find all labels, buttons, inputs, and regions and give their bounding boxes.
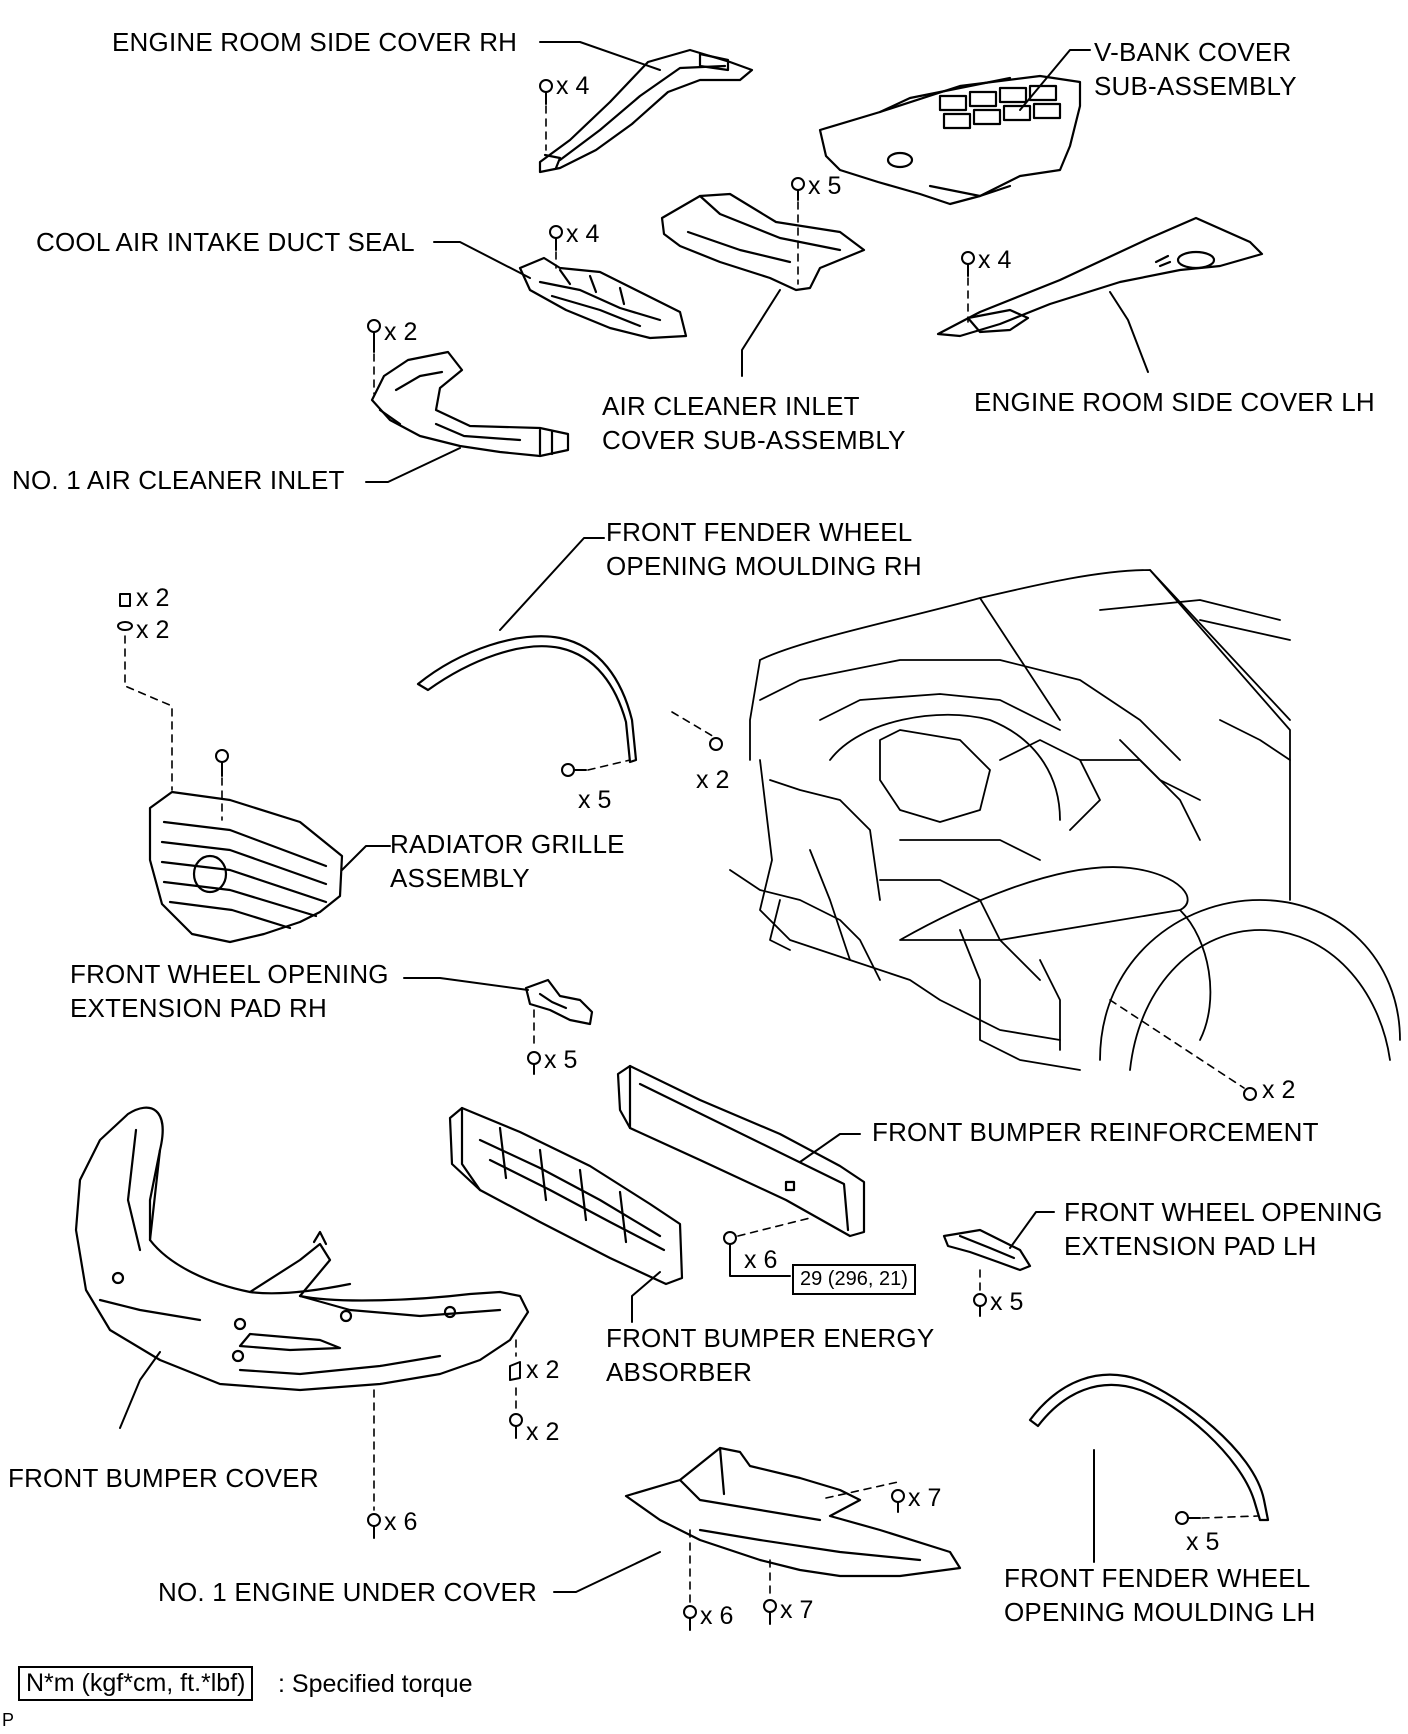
label-front-fender-moulding-rh-line2: OPENING MOULDING RH	[606, 551, 922, 581]
label-radiator-grille-line2: ASSEMBLY	[390, 863, 530, 893]
vehicle-front-part	[729, 569, 1401, 1071]
grille-guides	[124, 635, 223, 821]
label-front-wheel-pad-rh-line2: EXTENSION PAD RH	[70, 993, 327, 1023]
legend-torque-unit-box: N*m (kgf*cm, ft.*lbf)	[18, 1666, 254, 1701]
bumper-fasteners	[367, 1361, 523, 1539]
v-bank-cover-part	[818, 74, 1082, 206]
label-front-fender-moulding-lh-line2: OPENING MOULDING LH	[1004, 1597, 1316, 1627]
leader-lines-bottom	[119, 537, 1095, 1593]
radiator-grille-part	[148, 790, 344, 944]
no1-air-cleaner-inlet-part	[370, 350, 570, 458]
front-bumper-cover-part	[74, 1106, 530, 1392]
qty-reinforcement: x 6	[744, 1246, 778, 1274]
qty-pad-lh: x 5	[990, 1288, 1024, 1316]
qty-air-inlet: x 2	[384, 318, 418, 346]
label-v-bank-cover-line1: V-BANK COVER	[1094, 37, 1292, 67]
extension-pad-rh-part	[524, 978, 594, 1026]
engine-room-side-cover-lh-part	[936, 216, 1264, 338]
leader-lines-top	[365, 41, 1149, 483]
label-no1-engine-under-cover: NO. 1 ENGINE UNDER COVER	[158, 1577, 537, 1607]
label-front-fender-moulding-rh-line1: FRONT FENDER WHEEL	[606, 517, 913, 547]
engine-room-side-cover-rh-part	[538, 48, 754, 174]
label-energy-absorber-line2: ABSORBER	[606, 1357, 753, 1387]
vehicle-fasteners	[709, 737, 1257, 1101]
qty-vehicle-right: x 2	[1262, 1076, 1296, 1104]
label-v-bank-cover-line2: SUB-ASSEMBLY	[1094, 71, 1297, 101]
moulding-rh-fastener	[561, 763, 587, 777]
qty-side-cover-lh: x 4	[978, 246, 1012, 274]
label-air-cleaner-inlet-cover-line2: COVER SUB-ASSEMBLY	[602, 425, 906, 455]
label-front-wheel-pad-rh-line1: FRONT WHEEL OPENING	[70, 959, 389, 989]
cool-air-intake-duct-seal-part	[518, 256, 688, 340]
bumper-guides	[373, 1339, 517, 1511]
reinforcement-fastener	[723, 1231, 737, 1257]
front-fender-moulding-lh-part	[1028, 1373, 1270, 1522]
qty-grille-nut: x 2	[136, 616, 170, 644]
qty-pad-rh: x 5	[544, 1046, 578, 1074]
pad-rh-fastener	[527, 1051, 541, 1075]
pad-lh-fastener	[973, 1293, 987, 1317]
front-fender-moulding-rh-part	[416, 635, 638, 764]
reinforcement-guide	[737, 1217, 811, 1237]
footer-code: P	[2, 1710, 15, 1730]
qty-moulding-rh: x 5	[578, 786, 612, 814]
qty-under-cover-right: x 7	[908, 1484, 942, 1512]
qty-v-bank: x 5	[808, 172, 842, 200]
extension-pad-lh-part	[942, 1228, 1032, 1272]
fastener-guides-top	[373, 105, 969, 395]
label-cool-air-intake-duct-seal: COOL AIR INTAKE DUCT SEAL	[36, 227, 415, 257]
label-energy-absorber-line1: FRONT BUMPER ENERGY	[606, 1323, 935, 1353]
front-bumper-reinforcement-part	[616, 1064, 866, 1238]
vehicle-guides	[671, 711, 1245, 1089]
qty-under-cover-bottom-b: x 7	[780, 1596, 814, 1624]
label-radiator-grille-line1: RADIATOR GRILLE	[390, 829, 625, 859]
label-front-wheel-pad-lh-line1: FRONT WHEEL OPENING	[1064, 1197, 1383, 1227]
qty-bumper-side-b: x 2	[526, 1418, 560, 1446]
moulding-lh-guide	[1201, 1515, 1259, 1519]
label-front-wheel-pad-lh-line2: EXTENSION PAD LH	[1064, 1231, 1317, 1261]
label-air-cleaner-inlet-cover-line1: AIR CLEANER INLET	[602, 391, 860, 421]
moulding-lh-fastener	[1175, 1511, 1201, 1525]
qty-bumper-side-a: x 2	[526, 1356, 560, 1384]
moulding-rh-guide	[587, 759, 631, 771]
label-engine-room-side-cover-rh: ENGINE ROOM SIDE COVER RH	[112, 27, 518, 57]
torque-spec-box: 29 (296, 21)	[792, 1264, 916, 1295]
label-front-fender-moulding-lh-line1: FRONT FENDER WHEEL	[1004, 1563, 1311, 1593]
label-front-bumper-cover: FRONT BUMPER COVER	[8, 1463, 319, 1493]
qty-vehicle-left: x 2	[696, 766, 730, 794]
air-cleaner-inlet-cover-part	[660, 192, 866, 292]
energy-absorber-part	[448, 1106, 684, 1286]
qty-side-cover-rh: x 4	[556, 72, 590, 100]
qty-grille-clip: x 2	[136, 584, 170, 612]
qty-duct-seal: x 4	[566, 220, 600, 248]
qty-under-cover-bottom-a: x 6	[700, 1602, 734, 1630]
engine-under-cover-part	[624, 1446, 962, 1578]
qty-moulding-lh: x 5	[1186, 1528, 1220, 1556]
grille-fasteners	[117, 593, 229, 777]
under-cover-fasteners	[683, 1489, 905, 1631]
fastener-icons-top	[367, 79, 975, 353]
legend-specified-torque: : Specified torque	[278, 1670, 473, 1698]
qty-bumper-bottom: x 6	[384, 1508, 418, 1536]
label-no1-air-cleaner-inlet: NO. 1 AIR CLEANER INLET	[12, 465, 345, 495]
label-front-bumper-reinforcement: FRONT BUMPER REINFORCEMENT	[872, 1117, 1319, 1147]
under-cover-guides	[689, 1481, 899, 1603]
label-engine-room-side-cover-lh: ENGINE ROOM SIDE COVER LH	[974, 387, 1375, 417]
